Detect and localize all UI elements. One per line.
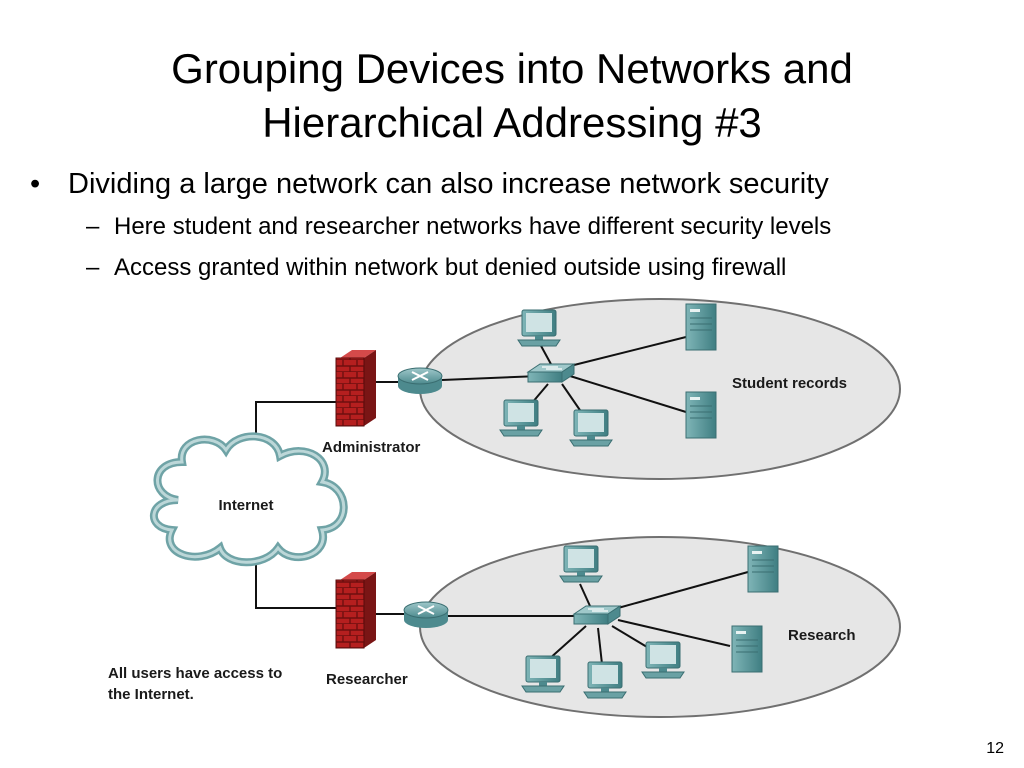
- bullet-item: • Dividing a large network can also incr…: [30, 166, 1010, 202]
- firewall-icon: [335, 572, 376, 649]
- sub-bullet-item: – Here student and researcher networks h…: [30, 212, 1010, 242]
- computer-icon: [641, 641, 685, 679]
- sub-bullet-text: Access granted within network but denied…: [114, 254, 787, 281]
- student-records-label: Student records: [732, 375, 847, 392]
- computer-icon: [569, 409, 613, 447]
- sub-bullet-item: – Access granted within network but deni…: [30, 253, 1010, 283]
- administrator-label: Administrator: [322, 439, 421, 456]
- slide-title: Grouping Devices into Networks and Hiera…: [0, 42, 1024, 150]
- bullet-list: • Dividing a large network can also incr…: [30, 166, 1010, 283]
- router-icon: [397, 367, 443, 395]
- bullet-marker: •: [30, 168, 41, 200]
- sub-bullet-text: Here student and researcher networks hav…: [114, 213, 832, 240]
- server-icon: [731, 625, 763, 673]
- research-label: Research: [788, 627, 856, 644]
- research-network-links: [376, 571, 749, 665]
- dash-marker: –: [86, 213, 100, 240]
- internet-link-top: [255, 401, 340, 440]
- researcher-label: Researcher: [326, 671, 408, 688]
- title-line-1: Grouping Devices into Networks and: [171, 45, 853, 92]
- note-line-2: the Internet.: [108, 686, 194, 703]
- page-number: 12: [986, 740, 1004, 757]
- server-icon: [747, 545, 779, 593]
- computer-icon: [559, 545, 603, 583]
- bullet-text: Dividing a large network can also increa…: [68, 168, 829, 200]
- firewall-icon: [335, 350, 376, 427]
- note-line-1: All users have access to: [108, 665, 282, 682]
- server-icon: [685, 303, 717, 351]
- computer-icon: [517, 309, 561, 347]
- internet-link-bottom: [255, 560, 340, 609]
- computer-icon: [583, 661, 627, 699]
- computer-icon: [499, 399, 543, 437]
- internet-label: Internet: [218, 497, 273, 514]
- title-line-2: Hierarchical Addressing #3: [262, 99, 762, 146]
- computer-icon: [521, 655, 565, 693]
- dash-marker: –: [86, 254, 100, 281]
- cloud-highlight: [152, 435, 346, 564]
- server-icon: [685, 391, 717, 439]
- router-icon: [403, 601, 449, 629]
